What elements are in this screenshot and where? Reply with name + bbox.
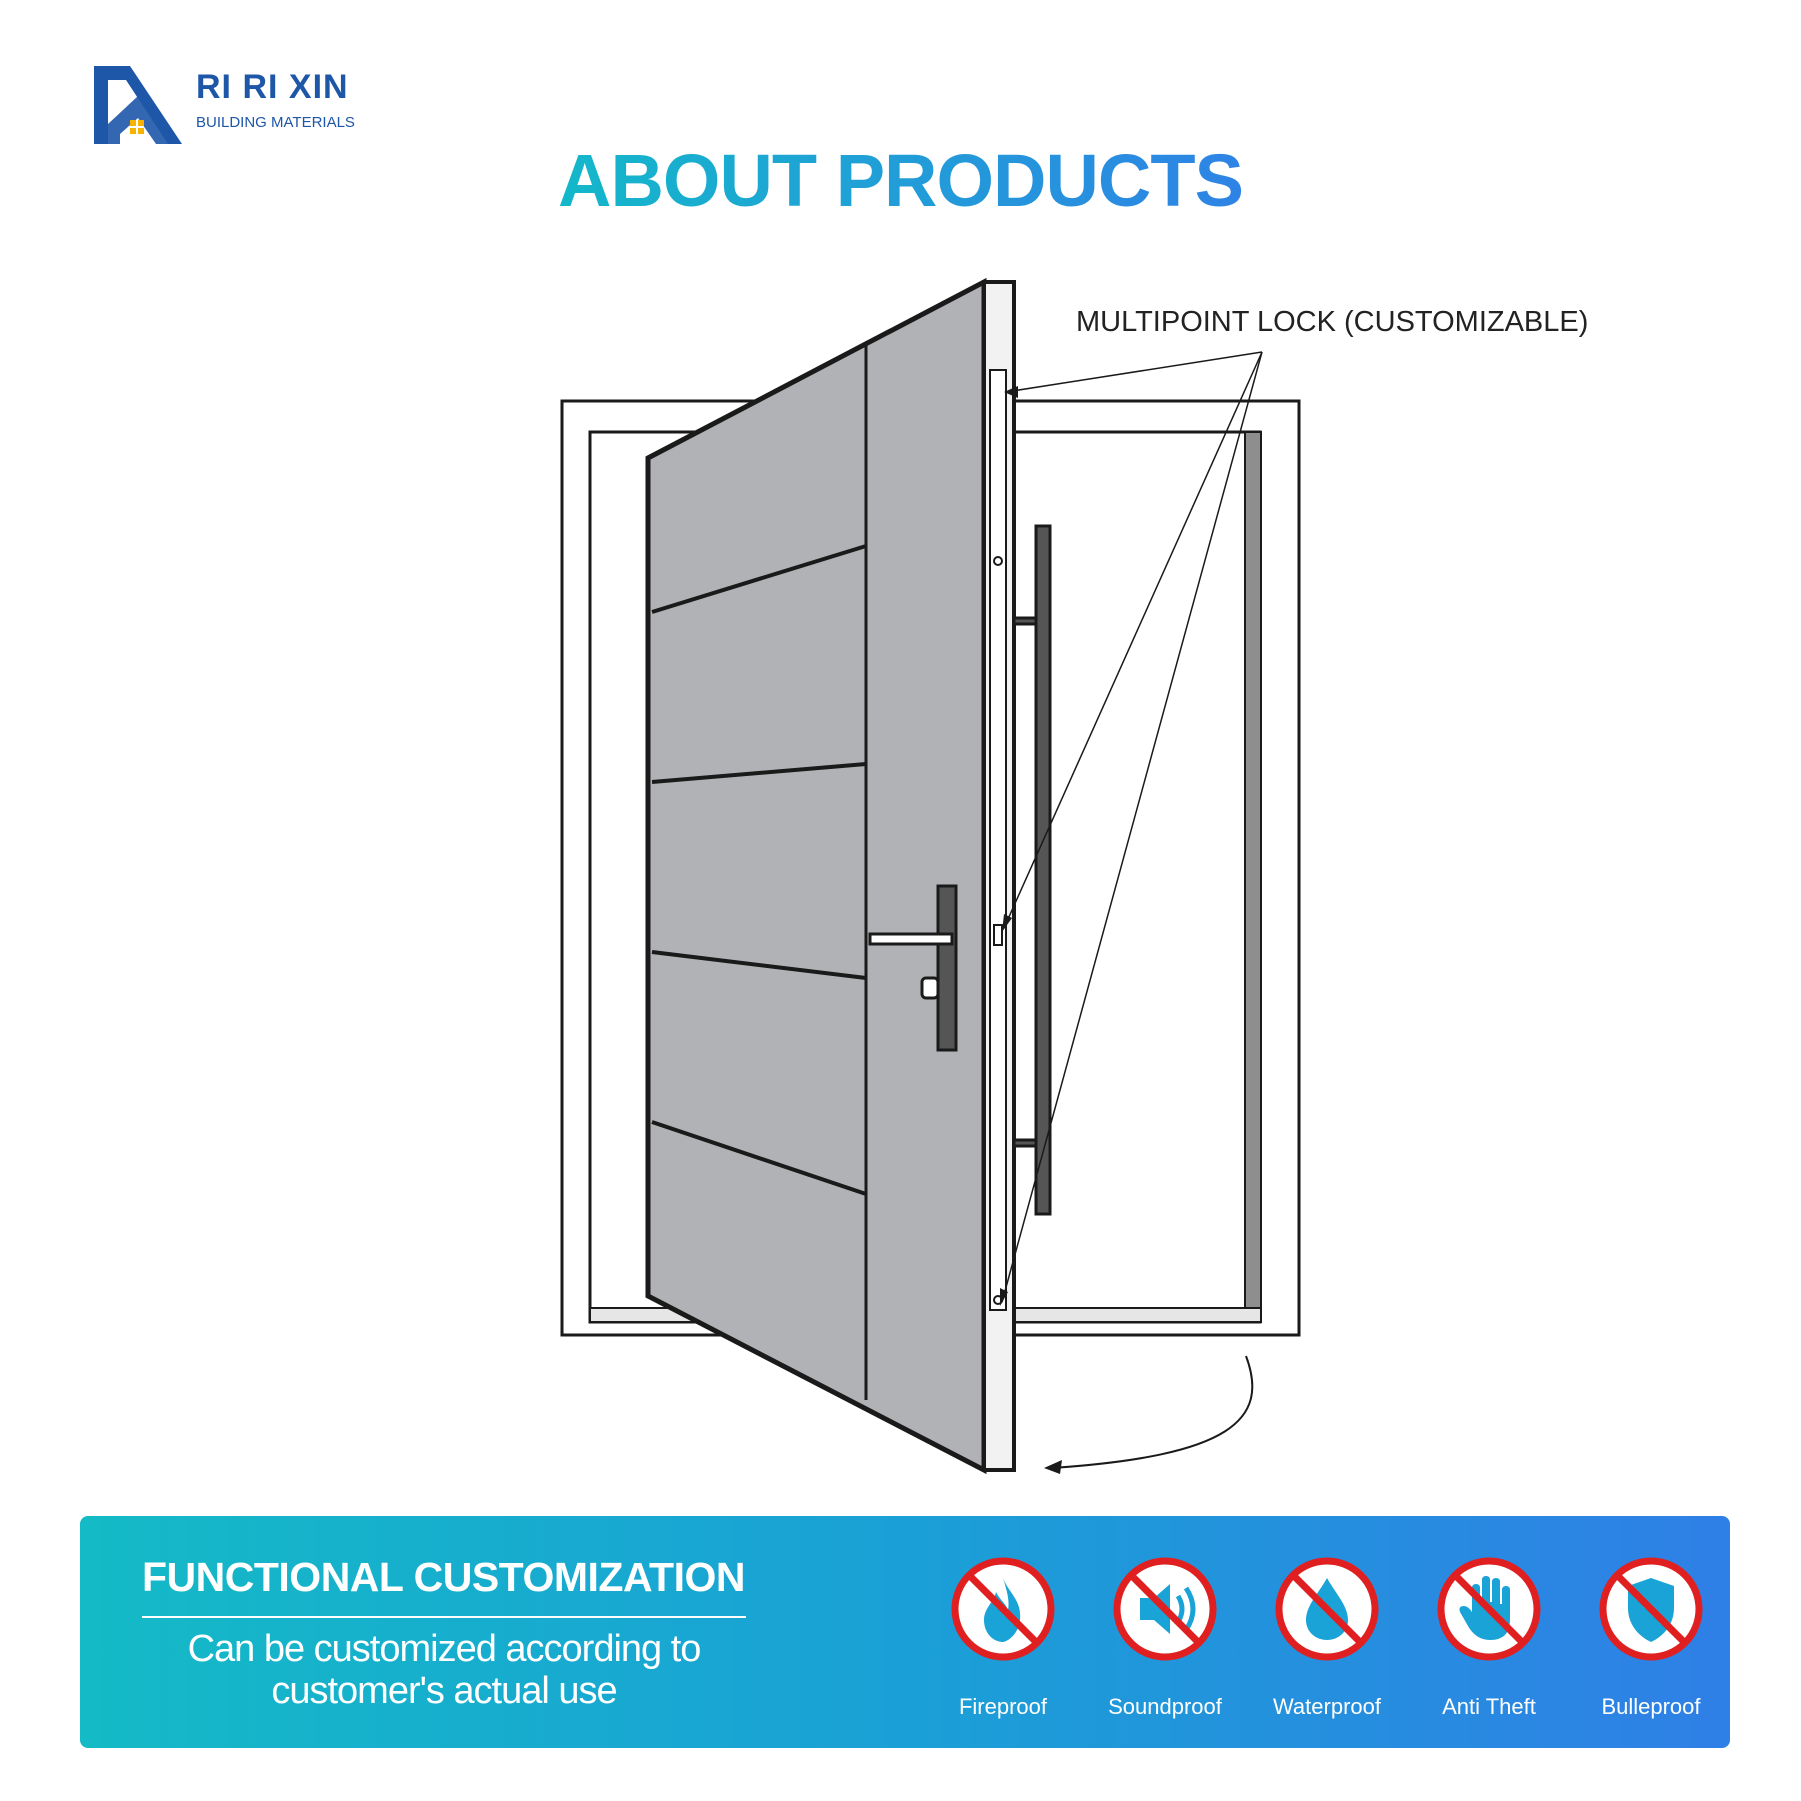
brand-subtitle: BUILDING MATERIALS <box>196 114 355 131</box>
water-drop-icon <box>1275 1557 1379 1661</box>
callout-line <box>1001 351 1263 1303</box>
speaker-icon <box>1113 1557 1217 1661</box>
brand-logo[interactable]: RI RI XIN BUILDING MATERIALS <box>90 62 390 152</box>
banner-title: FUNCTIONAL CUSTOMIZATION <box>142 1554 745 1600</box>
brand-name: RI RI XIN <box>196 68 349 106</box>
banner-description: Can be customized according to customer'… <box>187 1628 702 1712</box>
hand-icon <box>1437 1557 1541 1661</box>
feature-label: Anti Theft <box>1442 1694 1536 1719</box>
banner-divider <box>142 1616 746 1618</box>
flame-icon <box>951 1557 1055 1661</box>
feature-label: Soundproof <box>1108 1694 1222 1719</box>
feature-bulletproof: Bulleproof <box>1566 1556 1736 1726</box>
door-groove-line <box>651 1120 867 1196</box>
door-jamb-right <box>1244 431 1262 1309</box>
door-leaf <box>645 277 987 1475</box>
lever-handle <box>868 884 958 1052</box>
house-roof-logo-icon <box>94 66 182 144</box>
door-groove-line <box>651 762 867 784</box>
callout-line <box>1005 351 1263 393</box>
feature-label: Fireproof <box>958 1694 1048 1719</box>
door-groove-line <box>651 950 867 980</box>
door-groove-line <box>651 544 867 614</box>
callout-line <box>1003 351 1263 929</box>
feature-anti-theft: Anti Theft <box>1404 1556 1574 1726</box>
pull-bar <box>1012 524 1052 1216</box>
feature-soundproof: Soundproof <box>1080 1556 1250 1726</box>
lock-strip <box>989 369 1007 1311</box>
functional-customization-banner: FUNCTIONAL CUSTOMIZATION Can be customiz… <box>80 1516 1730 1748</box>
feature-waterproof: Waterproof <box>1242 1556 1412 1726</box>
feature-fireproof: Fireproof <box>918 1556 1088 1726</box>
page-title: ABOUT PRODUCTS <box>0 138 1801 223</box>
shield-icon <box>1599 1557 1703 1661</box>
multipoint-lock-callout: MULTIPOINT LOCK (CUSTOMIZABLE) <box>1076 306 1589 338</box>
feature-label: Waterproof <box>1272 1694 1381 1719</box>
swing-arrow <box>1051 1355 1254 1469</box>
feature-label: Bulleproof <box>1601 1694 1701 1719</box>
